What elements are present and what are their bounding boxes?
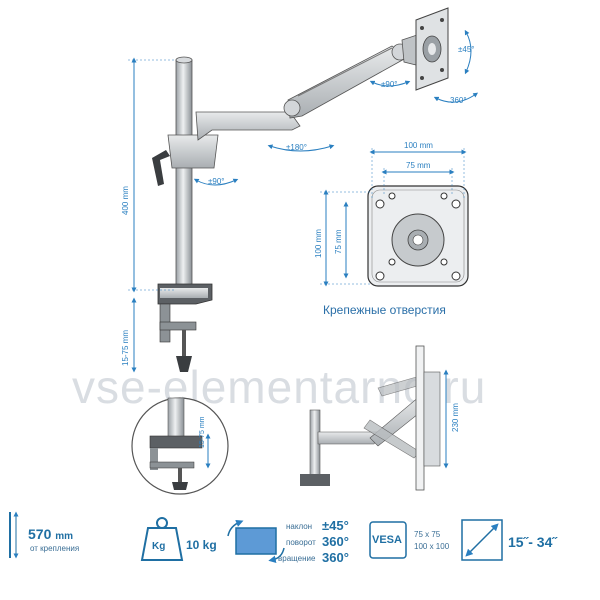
vesa-size-large: 100 x 100 bbox=[414, 542, 450, 551]
arm-swivel-label: ±180° bbox=[286, 143, 307, 152]
vesa-spec-label: VESA bbox=[372, 534, 402, 546]
lock-lever bbox=[152, 150, 170, 186]
pole-height-dimension: 400 mm 15-75 mm bbox=[121, 57, 176, 373]
arm-collar bbox=[167, 134, 219, 169]
side-monitor bbox=[415, 345, 425, 491]
vesa-height-inner-label: 75 mm bbox=[334, 229, 343, 254]
base-swivel-label: ±90° bbox=[208, 177, 225, 186]
clamp-zoom-range-label: 15-75 mm bbox=[199, 416, 206, 448]
clamp-zoom-detail: 15-75 mm bbox=[131, 397, 229, 495]
vesa-icon bbox=[369, 521, 407, 559]
side-height-label: 230 mm bbox=[451, 403, 460, 432]
pole bbox=[175, 59, 193, 289]
main-mount-illustration bbox=[152, 7, 449, 372]
swivel-spec-label: поворот bbox=[286, 538, 316, 547]
tilt-label: ±45° bbox=[458, 45, 475, 54]
swivel-spec-value: 360° bbox=[322, 534, 349, 549]
side-view-illustration: 230 mm bbox=[300, 345, 460, 491]
vesa-plate-detail bbox=[367, 185, 469, 287]
reach-value: 570 mm bbox=[28, 526, 74, 542]
screen-size-icon bbox=[461, 519, 503, 561]
weight-icon-label: Kg bbox=[152, 541, 166, 552]
weight-value: 10 kg bbox=[186, 538, 217, 552]
screen-size-range: 15˝- 34˝ bbox=[508, 534, 558, 550]
weight-icon bbox=[140, 527, 184, 561]
head-swivel-label: ±90° bbox=[381, 80, 398, 89]
rotation-indicators: ±180° ±90° ±90° ±45° 360° bbox=[193, 29, 479, 186]
spec-icons bbox=[9, 511, 503, 563]
vesa-inner-label: 75 mm bbox=[406, 161, 431, 170]
clamp-range-label: 15-75 mm bbox=[121, 330, 130, 366]
rotation-spec-label: вращение bbox=[278, 554, 316, 563]
vesa-size-small: 75 x 75 bbox=[414, 530, 441, 539]
tilt-spec-value: ±45° bbox=[322, 518, 349, 533]
rotation-spec-value: 360° bbox=[322, 550, 349, 565]
vesa-dimensions: 100 mm 75 mm 100 mm 75 mm bbox=[314, 141, 467, 287]
vesa-height-outer-label: 100 mm bbox=[314, 229, 323, 258]
rotate-label: 360° bbox=[450, 96, 467, 105]
vesa-outer-label: 100 mm bbox=[404, 141, 433, 150]
tilt-spec-label: наклон bbox=[286, 522, 313, 531]
rotate-icon bbox=[235, 527, 277, 555]
mounting-holes-caption: Крепежные отверстия bbox=[323, 303, 446, 317]
reach-sub: от крепления bbox=[30, 544, 80, 553]
pole-height-label: 400 mm bbox=[121, 186, 130, 215]
